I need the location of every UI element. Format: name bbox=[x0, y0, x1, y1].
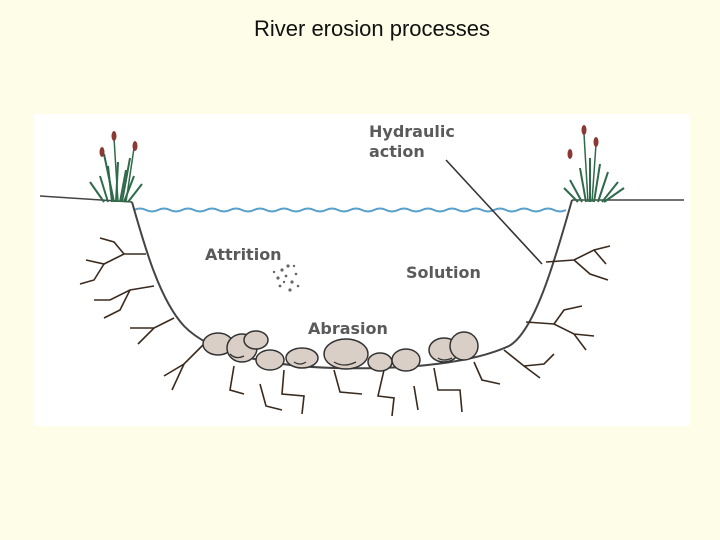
root-crack-icon bbox=[79, 237, 205, 391]
grass-tuft-icon bbox=[563, 133, 625, 203]
pebble-shading bbox=[229, 353, 453, 366]
grass-tuft-icon bbox=[89, 137, 143, 203]
label-attrition: Attrition bbox=[205, 245, 282, 264]
reed-head-icon bbox=[99, 131, 138, 157]
river-channel-diagram bbox=[39, 125, 684, 417]
water-surface bbox=[133, 207, 567, 213]
label-hydraulic-line1: Hydraulic bbox=[369, 122, 455, 141]
root-crack-icon bbox=[503, 245, 611, 379]
reed-head-icon bbox=[567, 125, 599, 159]
river-bank bbox=[131, 199, 573, 370]
label-hydraulic-action: Hydraulic action bbox=[369, 122, 455, 162]
page-title: River erosion processes bbox=[254, 16, 490, 41]
label-abrasion: Abrasion bbox=[308, 319, 388, 338]
root-crack-icon bbox=[229, 361, 501, 417]
diagram-panel: Hydraulic action Attrition Solution Abra… bbox=[34, 114, 690, 426]
label-hydraulic-line2: action bbox=[369, 142, 425, 161]
pebble-icon bbox=[202, 330, 479, 372]
hydraulic-action-pointer bbox=[445, 159, 543, 265]
sediment-particles-icon bbox=[272, 264, 300, 292]
label-solution: Solution bbox=[406, 263, 481, 282]
